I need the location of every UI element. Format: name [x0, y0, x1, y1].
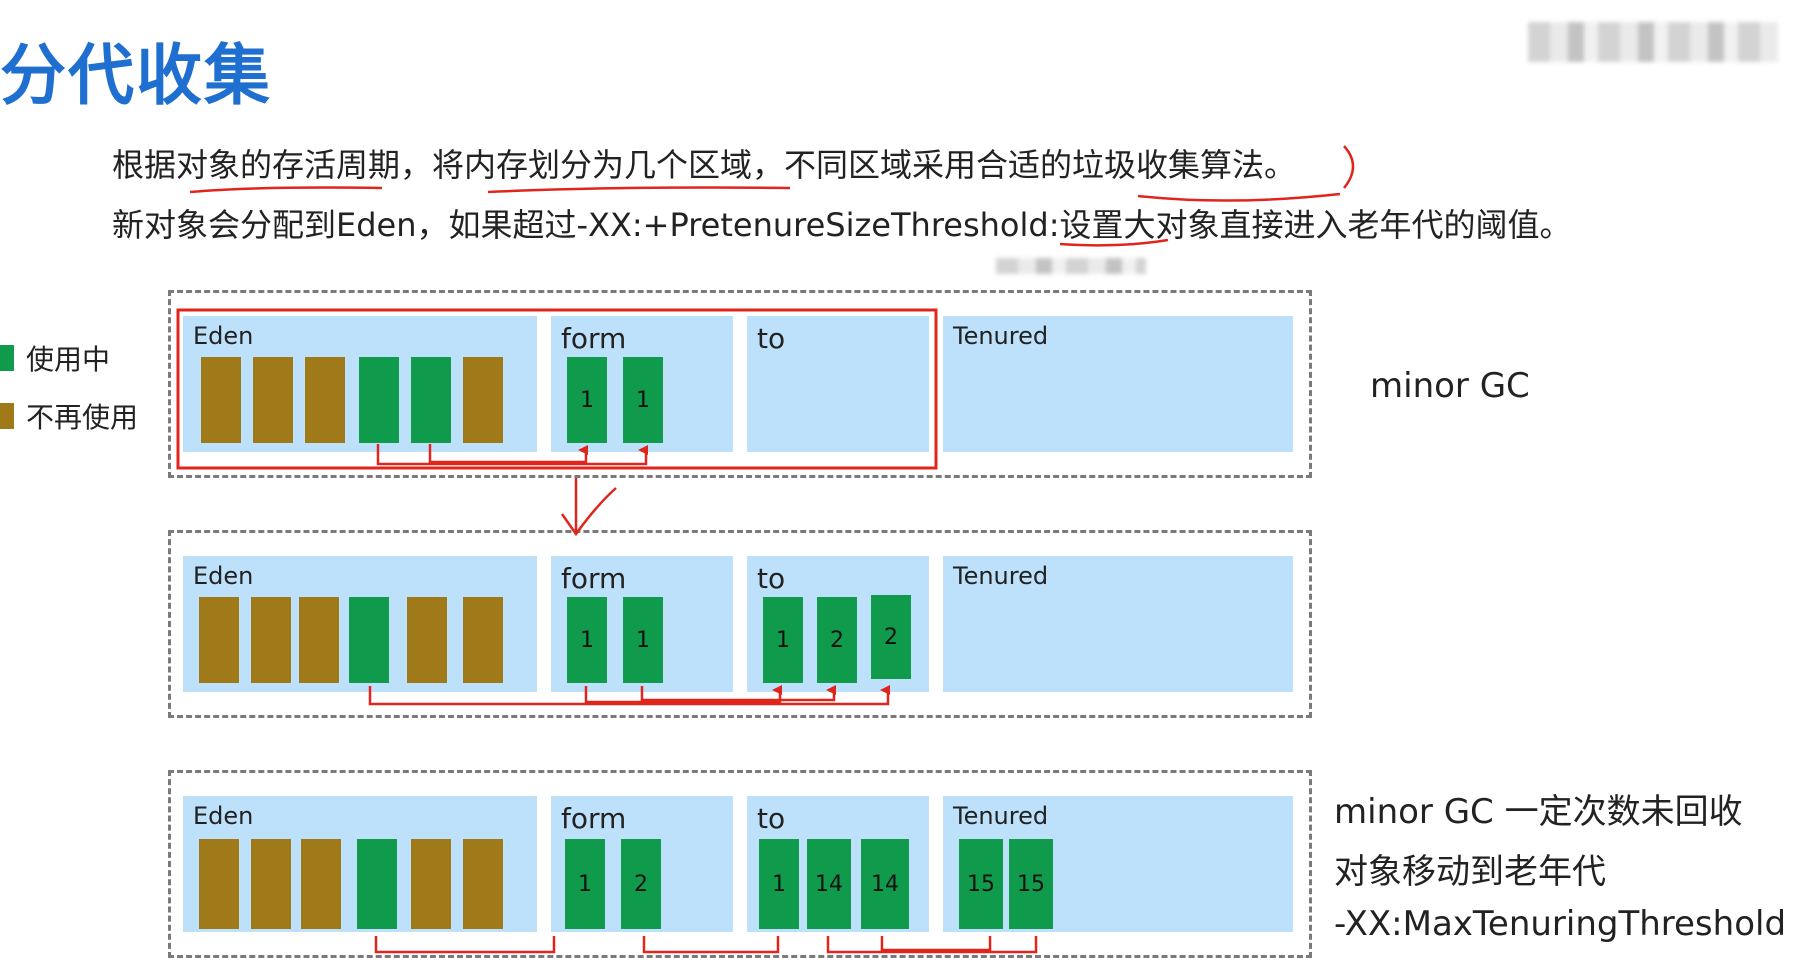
eden-label: Eden	[193, 322, 254, 350]
annotation-minor-gc: minor GC	[1370, 366, 1530, 406]
eden-block	[199, 597, 239, 683]
down-arrow-mark	[560, 478, 617, 537]
eden-block	[357, 839, 397, 929]
connector-line	[374, 936, 556, 954]
tenured-block: 15	[1009, 839, 1053, 929]
from-label: form	[561, 802, 627, 835]
eden-block	[301, 839, 341, 929]
to-block: 2	[871, 595, 911, 679]
from-label: form	[561, 562, 627, 595]
legend-swatch-live	[0, 345, 14, 371]
eden-block	[411, 357, 451, 443]
connector-line	[826, 936, 1038, 954]
memory-row-1: Eden form to Tenured 1 1	[168, 290, 1312, 478]
underline-mark	[487, 186, 791, 194]
memory-row-3: Eden form to Tenured 1 2 1 14 14 15 15	[168, 770, 1312, 958]
to-block: 2	[817, 597, 857, 683]
tenured-label: Tenured	[953, 562, 1049, 590]
to-block: 14	[861, 839, 909, 929]
to-block: 1	[763, 597, 803, 683]
to-region: to	[747, 316, 929, 452]
to-block: 14	[807, 839, 851, 929]
connector-line	[428, 444, 588, 464]
to-label: to	[757, 562, 786, 595]
tenured-region: Tenured	[943, 316, 1293, 452]
eden-block	[251, 597, 291, 683]
underline-mark	[1059, 238, 1169, 247]
to-label: to	[757, 322, 786, 355]
from-block: 1	[567, 357, 607, 443]
to-label: to	[757, 802, 786, 835]
connector-line	[376, 444, 648, 466]
eden-block	[349, 597, 389, 683]
description-line-1: 根据对象的存活周期，将内存划分为几个区域，不同区域采用合适的垃圾收集算法。	[112, 146, 1297, 184]
annotation-line-1: minor GC 一定次数未回收	[1334, 792, 1743, 832]
from-block: 1	[567, 597, 607, 683]
eden-label: Eden	[193, 802, 254, 830]
connector-line	[640, 685, 836, 702]
eden-block	[199, 839, 239, 929]
legend-label-dead: 不再使用	[26, 401, 139, 434]
annotation-line-3: -XX:MaxTenuringThreshold	[1334, 904, 1787, 944]
eden-block	[411, 839, 451, 929]
blurred-logo	[1528, 22, 1778, 62]
from-block: 1	[623, 357, 663, 443]
young-gen-highlight	[176, 308, 938, 470]
memory-row-2: Eden form to Tenured 1 1 1 2 2	[168, 530, 1312, 718]
tenured-label: Tenured	[953, 322, 1049, 350]
connector-line	[368, 685, 890, 706]
eden-block	[201, 357, 241, 443]
from-block: 1	[623, 597, 663, 683]
annotation-line-2: 对象移动到老年代	[1334, 852, 1606, 892]
to-block: 1	[759, 839, 799, 929]
underline-mark	[189, 186, 383, 194]
eden-block	[305, 357, 345, 443]
underline-mark	[1137, 192, 1341, 202]
legend-item-live: 使用中	[0, 338, 110, 378]
tenured-block: 15	[959, 839, 1003, 929]
from-label: form	[561, 322, 627, 355]
eden-block	[407, 597, 447, 683]
eden-block	[251, 839, 291, 929]
bracket-mark	[1343, 145, 1355, 189]
tenured-region: Tenured	[943, 556, 1293, 692]
legend-label-live: 使用中	[26, 343, 111, 376]
tenured-label: Tenured	[953, 802, 1049, 830]
eden-block	[299, 597, 339, 683]
eden-label: Eden	[193, 562, 254, 590]
page-title: 分代收集	[0, 37, 272, 114]
eden-block	[463, 839, 503, 929]
connector-line	[880, 936, 992, 952]
eden-block	[463, 597, 503, 683]
blurred-mark	[996, 258, 1146, 274]
from-block: 2	[621, 839, 661, 929]
eden-block	[359, 357, 399, 443]
connector-line	[642, 936, 780, 954]
legend-item-dead: 不再使用	[0, 396, 138, 436]
from-block: 1	[565, 839, 605, 929]
legend-swatch-dead	[0, 403, 14, 429]
connector-line	[584, 685, 782, 704]
eden-block	[463, 357, 503, 443]
description-line-2: 新对象会分配到Eden，如果超过-XX:+PretenureSizeThresh…	[112, 206, 1572, 244]
eden-block	[253, 357, 293, 443]
